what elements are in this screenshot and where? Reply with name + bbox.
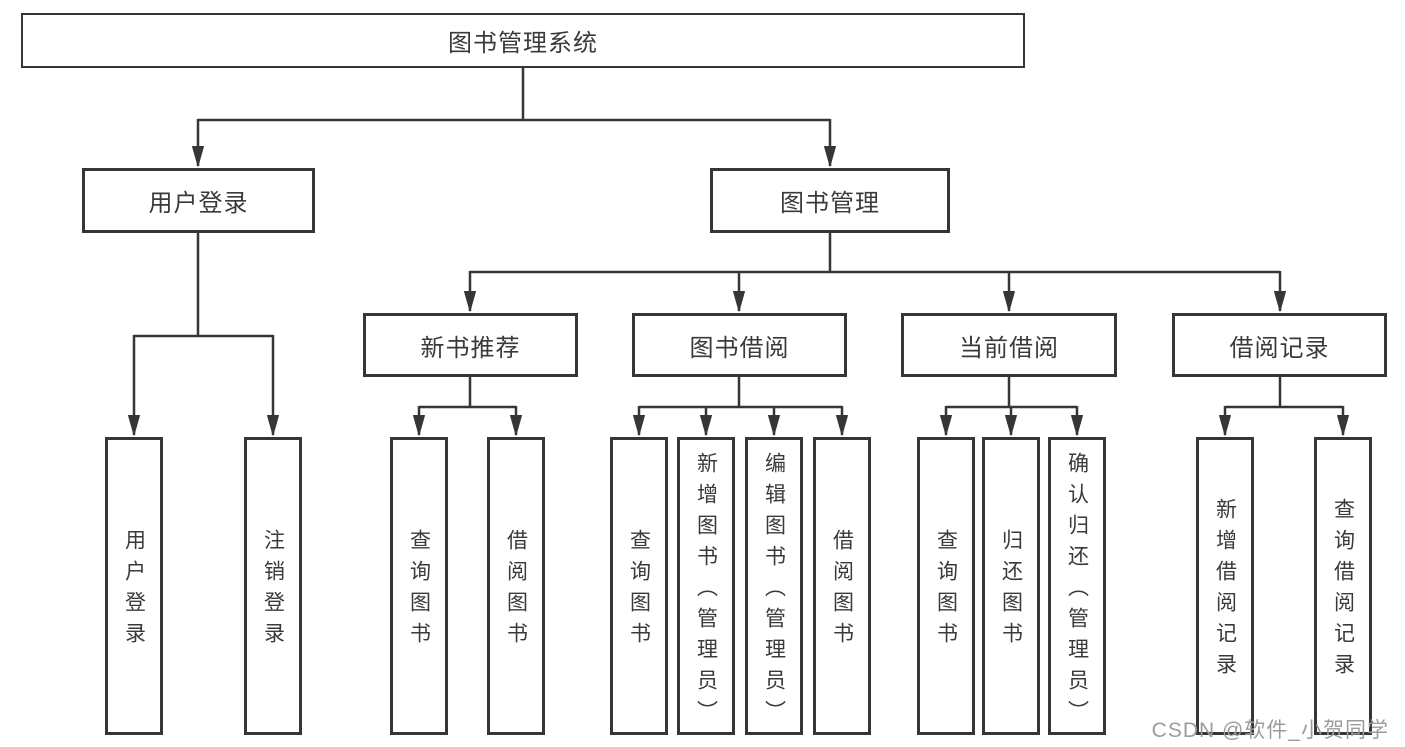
leaf-recommend-query-books: 查询图书 xyxy=(390,437,448,735)
leaf-recommend-query-books-label: 查询图书 xyxy=(407,529,431,653)
leaf-borrow-books: 借阅图书 xyxy=(813,437,871,735)
leaf-add-books-admin: 新增图书（管理员） xyxy=(677,437,735,735)
leaf-recommend-borrow-books: 借阅图书 xyxy=(487,437,545,735)
leaf-logout: 注销登录 xyxy=(244,437,302,735)
leaf-return-books-label: 归还图书 xyxy=(999,529,1023,653)
leaf-add-books-admin-label: 新增图书（管理员） xyxy=(694,451,718,731)
leaf-borrow-books-label: 借阅图书 xyxy=(830,529,854,653)
leaf-current-query-books-label: 查询图书 xyxy=(934,529,958,653)
node-book-borrow: 图书借阅 xyxy=(632,313,847,377)
node-borrow-records-label: 借阅记录 xyxy=(1229,334,1330,362)
csdn-watermark: CSDN @软件_小贺同学 xyxy=(1151,719,1389,742)
node-root-label: 图书管理系统 xyxy=(448,30,598,57)
leaf-borrow-query-books: 查询图书 xyxy=(610,437,668,735)
leaf-confirm-return-admin-label: 确认归还（管理员） xyxy=(1065,451,1089,731)
leaf-edit-books-admin-label: 编辑图书（管理员） xyxy=(762,451,786,731)
leaf-query-borrow-record-label: 查询借阅记录 xyxy=(1331,498,1355,684)
node-book-borrow-label: 图书借阅 xyxy=(689,334,790,362)
leaf-user-login: 用户登录 xyxy=(105,437,163,735)
node-user-login-label: 用户登录 xyxy=(148,190,249,217)
leaf-recommend-borrow-books-label: 借阅图书 xyxy=(504,529,528,653)
leaf-add-borrow-record: 新增借阅记录 xyxy=(1196,437,1254,735)
leaf-confirm-return-admin: 确认归还（管理员） xyxy=(1048,437,1106,735)
node-root: 图书管理系统 xyxy=(21,13,1025,68)
node-new-book-recommend-label: 新书推荐 xyxy=(420,334,521,362)
leaf-edit-books-admin: 编辑图书（管理员） xyxy=(745,437,803,735)
node-user-login: 用户登录 xyxy=(82,168,315,233)
node-book-management: 图书管理 xyxy=(710,168,950,233)
node-book-management-label: 图书管理 xyxy=(780,190,880,217)
leaf-borrow-query-books-label: 查询图书 xyxy=(627,529,651,653)
leaf-query-borrow-record: 查询借阅记录 xyxy=(1314,437,1372,735)
leaf-user-login-label: 用户登录 xyxy=(122,529,146,653)
leaf-add-borrow-record-label: 新增借阅记录 xyxy=(1213,498,1237,684)
node-borrow-records: 借阅记录 xyxy=(1172,313,1387,377)
leaf-return-books: 归还图书 xyxy=(982,437,1040,735)
node-new-book-recommend: 新书推荐 xyxy=(363,313,578,377)
leaf-current-query-books: 查询图书 xyxy=(917,437,975,735)
leaf-logout-label: 注销登录 xyxy=(261,529,285,653)
node-current-borrow-label: 当前借阅 xyxy=(959,334,1059,362)
node-current-borrow: 当前借阅 xyxy=(901,313,1117,377)
